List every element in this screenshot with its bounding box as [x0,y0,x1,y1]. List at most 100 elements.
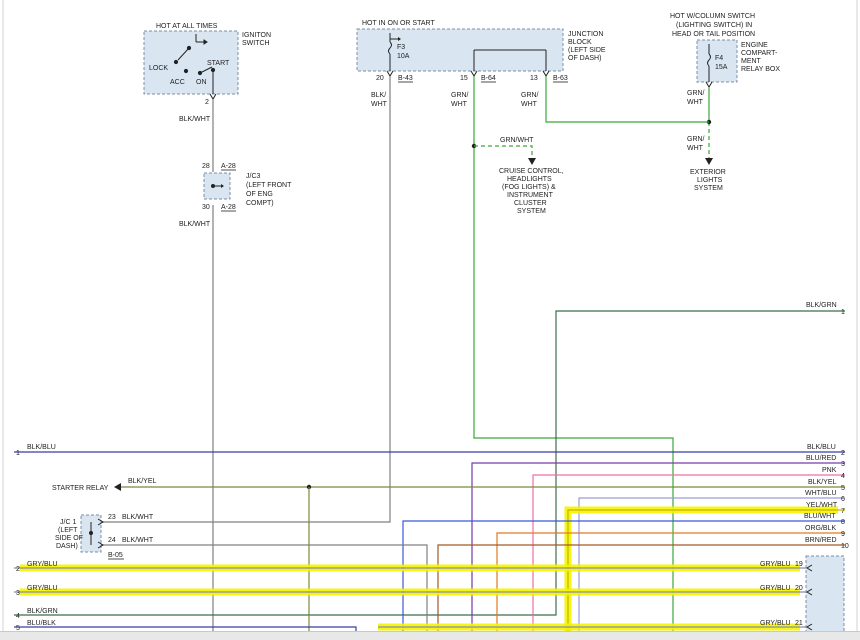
jc3-label-2: (LEFT FRONT [246,182,292,189]
left-wire-1-num: 1 [16,450,20,457]
relay-label-3: MENT [741,58,762,65]
right-wire-5-num: 5 [841,485,845,492]
jc1-label-4: DASH) [56,543,78,550]
left-wire-2-num: 2 [16,566,20,573]
jc1-label-3: SIDE OF [55,535,83,542]
junction-wire-b-1: GRN/ [451,92,469,99]
exterior-label-2: LIGHTS [697,177,723,184]
cruise-label-2: HEADLIGHTS [507,176,552,183]
ignition-pos-start: START [207,60,230,67]
jc3-pin-bottom: 30 [202,204,210,211]
jc3-conn-bottom: A-28 [221,204,236,211]
bottom-taskbar [0,631,860,640]
cruise-label-1: CRUISE CONTROL, [499,168,564,175]
jc1-wire-a: BLK/WHT [122,514,154,521]
ignition-name-line2: SWITCH [242,40,270,47]
right-wire-4-label: PNK [822,467,837,474]
jc1-pin-b: 24 [108,537,116,544]
junction-fuse: F3 [397,44,405,51]
right-wire-2-label: BLK/BLU [807,444,836,451]
gry-right-20-pin: 20 [795,585,803,592]
junction-label-4: OF DASH) [568,55,601,62]
wire-org-blk [496,532,845,631]
right-wire-7-label: YEL/WHT [806,502,838,509]
jc3-pin-top: 28 [202,163,210,170]
cruise-wire-label: GRN/WHT [500,137,534,144]
cruise-label-3: (FOG LIGHTS) & [502,184,556,191]
jc3-label-1: J/C3 [246,173,261,180]
jc3-label-4: COMPT) [246,200,274,207]
ignition-name-line1: IGNITON [242,32,271,39]
cruise-label: CRUISE CONTROL, HEADLIGHTS (FOG LIGHTS) … [499,168,564,215]
jc3-connector: 28 A-28 J/C3 (LEFT FRONT OF ENG COMPT) 3… [179,163,292,228]
exterior-label-3: SYSTEM [694,185,723,192]
junction-pin-b: 15 [460,75,468,82]
gry-right-21-pin: 21 [795,620,803,627]
left-wire-5-label: BLU/BLK [27,620,56,627]
right-wire-7-num: 7 [841,508,845,515]
relay-box: HOT W/COLUMN SWITCH (LIGHTING SWITCH) IN… [670,13,780,152]
exterior-label-1: EXTERIOR [690,169,726,176]
jc1-wire-b: BLK/WHT [122,537,154,544]
right-wire-5-label: BLK/YEL [808,479,837,486]
junction-wire-b-2: WHT [451,101,468,108]
ignition-pos-acc: ACC [170,79,185,86]
left-wire-3-num: 3 [16,590,20,597]
ignition-pos-on: ON [196,79,207,86]
junction-header: HOT IN ON OR START [362,20,435,27]
junction-pin-a: 20 [376,75,384,82]
jc3-wire-out: BLK/WHT [179,221,211,228]
wire-blk-wht-jc1 [98,544,428,631]
relay-wire-2: WHT [687,99,704,106]
left-wire-2-label: GRY/BLU [27,561,58,568]
gry-right-21-label: GRY/BLU [760,620,791,627]
junction-amps: 10A [397,53,410,60]
ignition-switch-symbol [173,34,216,94]
junction-conn-a: B-43 [398,75,413,82]
exterior-lights-label: EXTERIOR LIGHTS SYSTEM [690,169,726,192]
jc1-label-1: J/C 1 [60,519,76,526]
jc1-label-2: (LEFT [58,527,78,534]
cruise-arrow [528,158,536,165]
cruise-label-4: INSTRUMENT [507,192,554,199]
right-wire-6-label: WHT/BLU [805,490,837,497]
ignition-header: HOT AT ALL TIMES [156,23,218,30]
cruise-label-6: SYSTEM [517,208,546,215]
right-wire-10-num: 10 [841,543,849,550]
jc3-label-3: OF ENG [246,191,273,198]
junction-wire-a-1: BLK/ [371,92,386,99]
junction-conn-b: B-64 [481,75,496,82]
left-wire-4-label: BLK/GRN [27,608,58,615]
jc3-conn-top: A-28 [221,163,236,170]
junction-wire-a-2: WHT [371,101,388,108]
exterior-arrow [705,158,713,165]
gry-blu-right-labels: GRY/BLU 19 GRY/BLU 20 GRY/BLU 21 [760,561,803,627]
right-wire-2-num: 2 [841,450,845,457]
wire-grn-wht-b [473,76,674,631]
ignition-pos-lock: LOCK [149,65,168,72]
top-right-num: 1 [841,309,845,316]
junction-label-2: BLOCK [568,39,592,46]
relay-header-1: HOT W/COLUMN SWITCH [670,13,755,20]
ignition-wire-label: BLK/WHT [179,116,211,123]
ignition-switch: HOT AT ALL TIMES IGNITON SWITCH LOCK ACC… [143,23,271,123]
cruise-label-5: CLUSTER [514,200,547,207]
junction-block: HOT IN ON OR START F3 10A JUNCTION BLOCK… [356,20,606,108]
wire-brn-red [437,544,845,631]
jc1-connector: J/C 1 (LEFT SIDE OF DASH) 23 BLK/WHT 24 … [55,514,154,560]
junction-wire-c-1: GRN/ [521,92,539,99]
right-wire-6-num: 6 [841,496,845,503]
left-wire-3-label: GRY/BLU [27,585,58,592]
junction-pin-c: 13 [530,75,538,82]
right-wire-9-num: 9 [841,531,845,538]
jc1-conn: B-05 [108,552,123,559]
gry-right-20-label: GRY/BLU [760,585,791,592]
wire-blu-red [471,462,845,631]
relay-header-2: (LIGHTING SWITCH) IN [676,22,752,29]
jc1-pin-a: 23 [108,514,116,521]
relay-header-3: HEAD OR TAIL POSITION [672,31,755,38]
gry-right-19-pin: 19 [795,561,803,568]
starter-arrow [114,483,121,491]
right-wire-labels: BLK/BLU 2 BLU/RED 3 PNK 4 BLK/YEL 5 WHT/… [804,444,849,550]
relay-fuse: F4 [715,55,723,62]
